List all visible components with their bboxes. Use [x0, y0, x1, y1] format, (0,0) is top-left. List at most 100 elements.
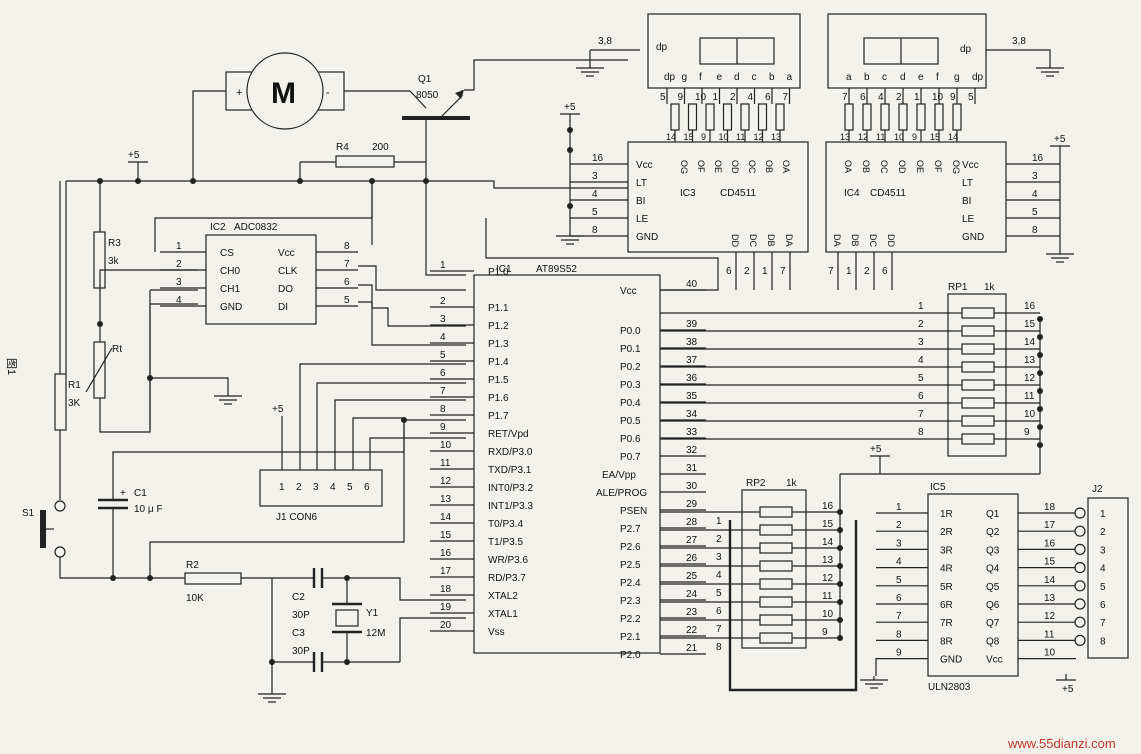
disp_left-seg-pin: 7: [783, 92, 789, 103]
ic3-in-num: 7: [780, 266, 786, 277]
transistor-q1: Q1 8050: [402, 74, 470, 120]
j2-terminal: [1074, 507, 1086, 519]
ic4-right-num: 3: [1032, 171, 1038, 182]
disp_left-seg-resistor: [757, 103, 768, 131]
disp-left-dp: dp: [656, 42, 668, 53]
switch-s1[interactable]: S1: [22, 500, 66, 558]
disp_right-seg-pin: 1: [914, 92, 920, 103]
rp1-right-num: 10: [1024, 409, 1036, 420]
ic4-right-num: 4: [1032, 189, 1038, 200]
ic3-left-num: 16: [592, 153, 604, 164]
ic1-pin-num-right: 37: [686, 355, 698, 366]
ic4-in-num: 1: [846, 266, 852, 277]
disp_right-seg-resistor: [952, 103, 962, 131]
rp2-right-num: 13: [822, 555, 834, 566]
ic2-pin-name-left: CS: [220, 248, 234, 259]
ic5-part: ULN2803: [928, 682, 971, 693]
j2-pin-num: 1: [1100, 509, 1106, 520]
ic1-pin-num-left: 19: [440, 602, 452, 613]
rp1-left-num: 1: [918, 301, 924, 312]
resistor-r4: R4 200: [335, 142, 395, 168]
ic2-pin-num-right: 8: [344, 241, 350, 252]
rp2-left-num: 3: [716, 552, 722, 563]
ic1-pin-num-right: 36: [686, 373, 698, 384]
disp_left-seg-label: c: [752, 72, 757, 83]
ic5-pin-num-right: 17: [1044, 520, 1056, 531]
disp_right-seg-resistor: [844, 103, 854, 131]
disp_left-seg-resistor: [670, 103, 680, 131]
ic1-pin-name-right: P2.2: [620, 614, 641, 625]
disp_left-res-pin: 10: [719, 132, 729, 142]
ic1-pin-name-left: RXD/P3.0: [488, 447, 533, 458]
j2-pin-num: 2: [1100, 527, 1106, 538]
disp_left-res-pin: 14: [666, 132, 676, 142]
crystal-y1: Y1 12M: [332, 602, 385, 639]
ic1-pin-num-right: 21: [686, 643, 698, 654]
rp1-resistor: [961, 343, 995, 355]
capacitor-c1: + C1 10 μ F: [98, 488, 163, 515]
ic1-pin-name-left: RET/Vpd: [488, 429, 529, 440]
ic2-pin-name-left: GND: [220, 302, 242, 313]
supply-p5-ic3: +5: [564, 102, 576, 113]
ic2-pin-name-left: CH0: [220, 266, 240, 277]
rp2-right-num: 15: [822, 519, 834, 530]
ic4-right-num: 5: [1032, 207, 1038, 218]
disp_right-seg-resistor: [862, 103, 872, 131]
ic5-pin-num-left: 5: [896, 575, 902, 586]
ic4-in-label: DB: [850, 234, 860, 247]
ic1-pin-name-left: P1.5: [488, 375, 509, 386]
disp_right-res-pin: 9: [912, 132, 917, 142]
rp2-resistor: [759, 632, 793, 644]
disp_left-seg-resistor: [705, 103, 715, 131]
ic1-pin-num-right: 25: [686, 571, 698, 582]
ground-symbols: [214, 64, 1074, 703]
ic5-pin-num-left: 6: [896, 593, 902, 604]
ic3-part: CD4511: [720, 188, 756, 199]
ic4-right-label: GND: [962, 232, 984, 243]
rp1-resistor: [961, 433, 995, 445]
disp_right-seg-label: e: [918, 72, 924, 83]
rp2-resistor: [759, 560, 793, 572]
ic1-pin-num-right: 35: [686, 391, 698, 402]
ic1-pin-name-left: XTAL1: [488, 609, 518, 620]
rp2-resistor: [759, 506, 793, 518]
ic1-pin-num-left: 20: [440, 620, 452, 631]
ic1-pin-num-left: 15: [440, 530, 452, 541]
disp_right-seg-label: c: [882, 72, 887, 83]
ic1-pin-num-left: 14: [440, 512, 452, 523]
disp_left-res-pin: 12: [754, 132, 764, 142]
ic1-pin-name-right: P2.1: [620, 632, 641, 643]
ic1-pin-name-right: ALE/PROG: [596, 488, 647, 499]
rp1-resistor: [961, 415, 995, 427]
ic4-part: CD4511: [870, 188, 906, 199]
ic1-pin-num-right: 29: [686, 499, 698, 510]
ic1-pin-name-right: P0.0: [620, 326, 641, 337]
ic1-pin-name-right: P2.7: [620, 524, 641, 535]
ic1-pin-num-right: 22: [686, 625, 698, 636]
ic1-pin-num-right: 40: [686, 279, 698, 290]
ic4-right-label: LT: [962, 178, 973, 189]
ic4-right-label: BI: [962, 196, 971, 207]
ic1-pin-num-right: 33: [686, 427, 698, 438]
disp_right-seg-label: f: [936, 72, 939, 83]
ic3-out-label: OF: [696, 160, 706, 173]
disp-right-dp: dp: [960, 44, 972, 55]
ic3-out-label: OA: [781, 160, 791, 173]
ic1-pin-num-left: 10: [440, 440, 452, 451]
ic3-in-label: DB: [766, 234, 776, 247]
ic1-pin-name-left: P1.2: [488, 321, 509, 332]
disp_right-seg-resistor: [934, 103, 944, 131]
resistor-r1: R1 3K: [54, 373, 81, 431]
ic2-pin-name-right: DI: [278, 302, 288, 313]
rp1-resistor: [961, 397, 995, 409]
c1-ref: C1: [134, 488, 147, 499]
disp_left-res-pin: 11: [736, 132, 745, 142]
ic2-pin-num-right: 6: [344, 277, 350, 288]
r2-value: 10K: [186, 593, 204, 604]
rp1-right-num: 12: [1024, 373, 1036, 384]
ic1-pin-name-left: XTAL2: [488, 591, 518, 602]
j2-ref: J2: [1092, 484, 1103, 495]
